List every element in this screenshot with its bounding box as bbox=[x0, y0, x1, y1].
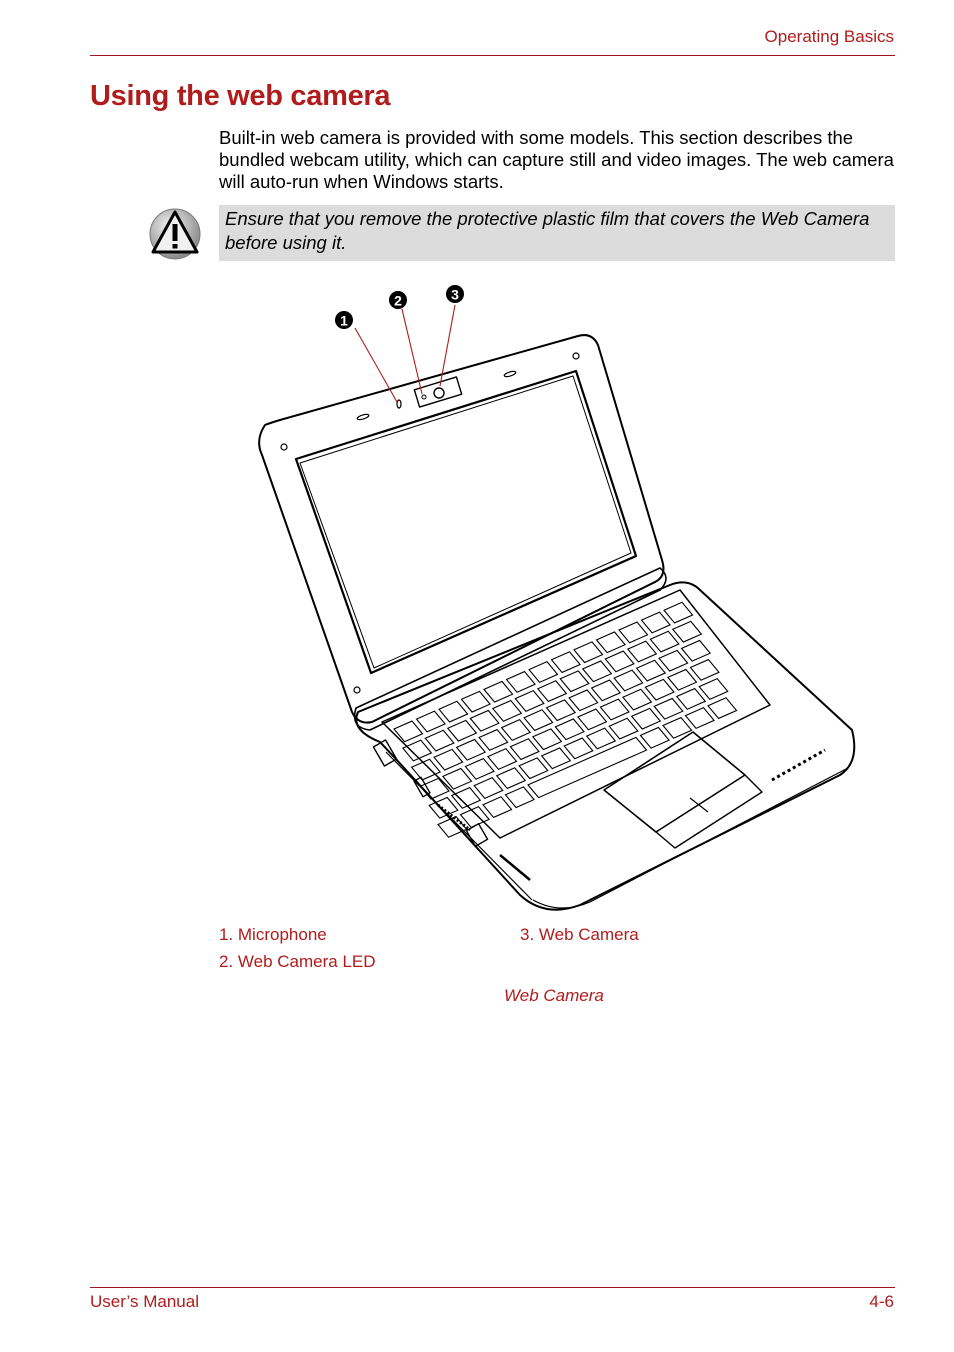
callout-2: 2 bbox=[394, 293, 402, 309]
keyboard-key bbox=[540, 747, 572, 770]
keyboard-key bbox=[613, 669, 644, 692]
keyboard-key bbox=[550, 651, 581, 674]
keyboard-key bbox=[500, 719, 532, 741]
keyboard-key bbox=[618, 621, 649, 644]
figure-caption: Web Camera bbox=[504, 986, 604, 1005]
keyboard-key bbox=[644, 678, 675, 701]
keyboard-key bbox=[518, 757, 549, 780]
keyboard-key bbox=[675, 687, 707, 710]
keyboard-key bbox=[698, 678, 729, 700]
keyboard-key bbox=[536, 680, 568, 703]
keyboard-key bbox=[419, 777, 450, 800]
keyboard-key bbox=[599, 698, 630, 721]
keyboard-key bbox=[442, 767, 473, 790]
keyboard-key bbox=[532, 728, 563, 751]
keyboard-key bbox=[630, 707, 662, 730]
keyboard-key bbox=[563, 737, 594, 760]
keyboard-key bbox=[577, 708, 608, 731]
keyboard-key bbox=[684, 707, 715, 729]
warning-icon bbox=[149, 208, 201, 260]
keyboard-key bbox=[640, 611, 671, 634]
keyboard-key bbox=[410, 758, 442, 781]
footer-rule bbox=[90, 1287, 895, 1288]
keyboard-key bbox=[523, 709, 554, 732]
keyboard-key bbox=[573, 641, 604, 664]
keyboard-key bbox=[568, 689, 599, 712]
keyboard-key bbox=[424, 729, 455, 752]
keyboard-key bbox=[581, 660, 613, 683]
keyboard-key bbox=[437, 815, 468, 838]
keyboard-key bbox=[393, 720, 424, 743]
intro-paragraph: Built-in web camera is provided with som… bbox=[219, 127, 894, 192]
keyboard-key bbox=[428, 796, 459, 819]
page-title: Using the web camera bbox=[90, 80, 391, 112]
keyboard-key bbox=[455, 738, 487, 761]
laptop-illustration: 1 2 3 bbox=[258, 285, 856, 911]
keyboard-key bbox=[680, 639, 712, 662]
keyboard-key bbox=[595, 631, 626, 654]
callout-1: 1 bbox=[340, 313, 348, 329]
callout-3: 3 bbox=[451, 287, 459, 303]
keyboard-key bbox=[514, 690, 545, 712]
keyboard-key bbox=[585, 727, 617, 750]
page-number: 4-6 bbox=[869, 1292, 894, 1311]
keyboard-key bbox=[604, 650, 635, 673]
keyboard-key bbox=[495, 767, 527, 790]
keyboard-key bbox=[649, 630, 680, 653]
footer-manual-title: User’s Manual bbox=[90, 1292, 199, 1311]
running-header: Operating Basics bbox=[764, 27, 894, 46]
note-text: Ensure that you remove the protective pl… bbox=[219, 205, 895, 261]
header-rule bbox=[90, 55, 895, 56]
keyboard-key bbox=[662, 716, 693, 739]
keyboard-key bbox=[622, 688, 653, 711]
keyboard-key bbox=[545, 699, 577, 722]
keyboard-key bbox=[653, 697, 684, 720]
keyboard-key bbox=[415, 710, 446, 733]
keyboard-key bbox=[671, 620, 703, 643]
keyboard-key bbox=[433, 748, 464, 771]
keyboard-key bbox=[509, 738, 540, 761]
keyboard-key bbox=[707, 697, 738, 720]
keyboard-key bbox=[505, 670, 536, 693]
keyboard-key bbox=[667, 668, 698, 691]
keyboard-key bbox=[401, 739, 433, 762]
keyboard-key bbox=[446, 719, 478, 742]
keyboard-key bbox=[491, 699, 523, 722]
keyboard-key bbox=[658, 649, 689, 672]
keyboard-key bbox=[459, 806, 490, 828]
keyboard-key bbox=[464, 757, 495, 780]
keyboard-key bbox=[626, 640, 658, 663]
keyboard-key bbox=[590, 679, 622, 702]
legend-item-web-camera-led: 2. Web Camera LED bbox=[219, 952, 376, 971]
keyboard-key bbox=[450, 786, 482, 809]
keyboard-key bbox=[635, 659, 667, 682]
keyboard-key bbox=[483, 680, 514, 703]
keyboard-key bbox=[559, 670, 590, 693]
keyboard-key bbox=[473, 777, 504, 799]
keyboard-key bbox=[608, 717, 639, 740]
legend-item-microphone: 1. Microphone bbox=[219, 925, 327, 944]
callout-markers: 1 2 3 bbox=[335, 285, 464, 329]
keyboard-key bbox=[554, 718, 585, 741]
spacebar-key bbox=[527, 736, 648, 799]
keyboard-key bbox=[438, 700, 469, 723]
keyboard-key bbox=[478, 728, 509, 751]
keyboard-key bbox=[689, 658, 720, 681]
keyboard-key bbox=[663, 601, 694, 624]
keyboard-key bbox=[469, 709, 500, 732]
legend-item-web-camera: 3. Web Camera bbox=[520, 925, 639, 944]
keyboard-key bbox=[504, 786, 535, 809]
keyboard-key bbox=[482, 796, 513, 819]
keyboard-key bbox=[639, 726, 670, 749]
keyboard-key bbox=[528, 661, 559, 683]
keyboard-key bbox=[487, 748, 518, 770]
keyboard-key bbox=[460, 690, 491, 713]
